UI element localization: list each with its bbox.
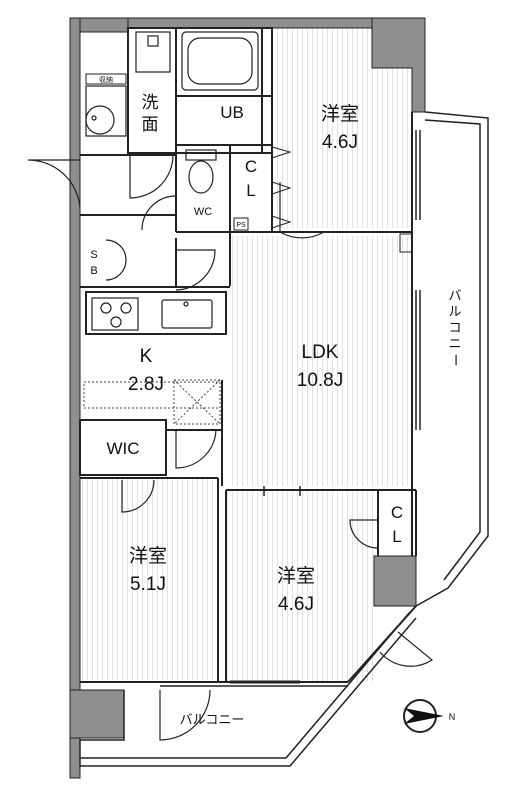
refrigerator-space <box>83 379 221 425</box>
balcony-right-char-2: ル <box>448 304 461 319</box>
balcony-bottom-outline <box>79 611 417 767</box>
room-label-western-se: 洋室 <box>277 565 315 587</box>
wash-basin <box>85 31 171 137</box>
room-label-wash-2: 面 <box>142 115 159 134</box>
windows <box>160 130 421 687</box>
toilet <box>185 149 217 194</box>
room-size-kitchen: 2.8J <box>128 374 164 395</box>
closet-top-label-2: L <box>246 181 255 200</box>
column-mark <box>399 233 413 253</box>
balcony-right-char-4: ニ <box>448 336 461 351</box>
room-label-ps: PS <box>236 222 246 229</box>
room-size-western-se: 4.6J <box>278 594 314 615</box>
room-size-western-sw: 5.1J <box>130 574 166 595</box>
interior-walls <box>79 27 417 683</box>
exterior-walls <box>69 17 426 779</box>
closet-mid-label-1: C <box>391 503 403 522</box>
room-label-ub: UB <box>220 103 244 122</box>
closet-door-marks <box>271 146 292 229</box>
kitchen-stove <box>91 297 139 331</box>
balcony-right-outline <box>415 111 489 607</box>
compass-letter: N <box>449 712 456 722</box>
shoe-box-label-1: S <box>90 249 97 261</box>
room-label-wc: WC <box>194 206 212 218</box>
closet-top-label-1: C <box>245 157 257 176</box>
balcony-right-char-5: ー <box>448 353 463 366</box>
room-label-kitchen: K <box>140 346 153 367</box>
pipe-shaft <box>233 217 249 231</box>
compass-icon: N <box>403 699 456 733</box>
kitchen-sink <box>161 299 213 329</box>
room-size-western-ne: 4.6J <box>322 132 358 153</box>
room-label-western-ne: 洋室 <box>321 103 359 125</box>
doors <box>27 154 434 741</box>
balcony-bottom-label: バルコニー <box>180 712 245 727</box>
room-label-ldk: LDK <box>302 342 339 363</box>
balcony-right-char-1: バ <box>448 288 461 303</box>
room-label-storage: 収納 <box>99 75 113 84</box>
closet-mid-label-2: L <box>392 527 401 546</box>
room-label-wash-1: 洗 <box>142 93 159 112</box>
room-label-western-sw: 洋室 <box>129 545 167 567</box>
balcony-right-char-3: コ <box>448 320 461 335</box>
room-label-wic: WIC <box>106 439 139 458</box>
shoe-box-label-2: B <box>90 265 97 277</box>
balcony-right-label: バ ル コ ニ ー <box>448 288 463 367</box>
storage-shelf <box>85 73 127 85</box>
room-size-ldk: 10.8J <box>297 370 343 391</box>
bathtub <box>181 31 259 91</box>
